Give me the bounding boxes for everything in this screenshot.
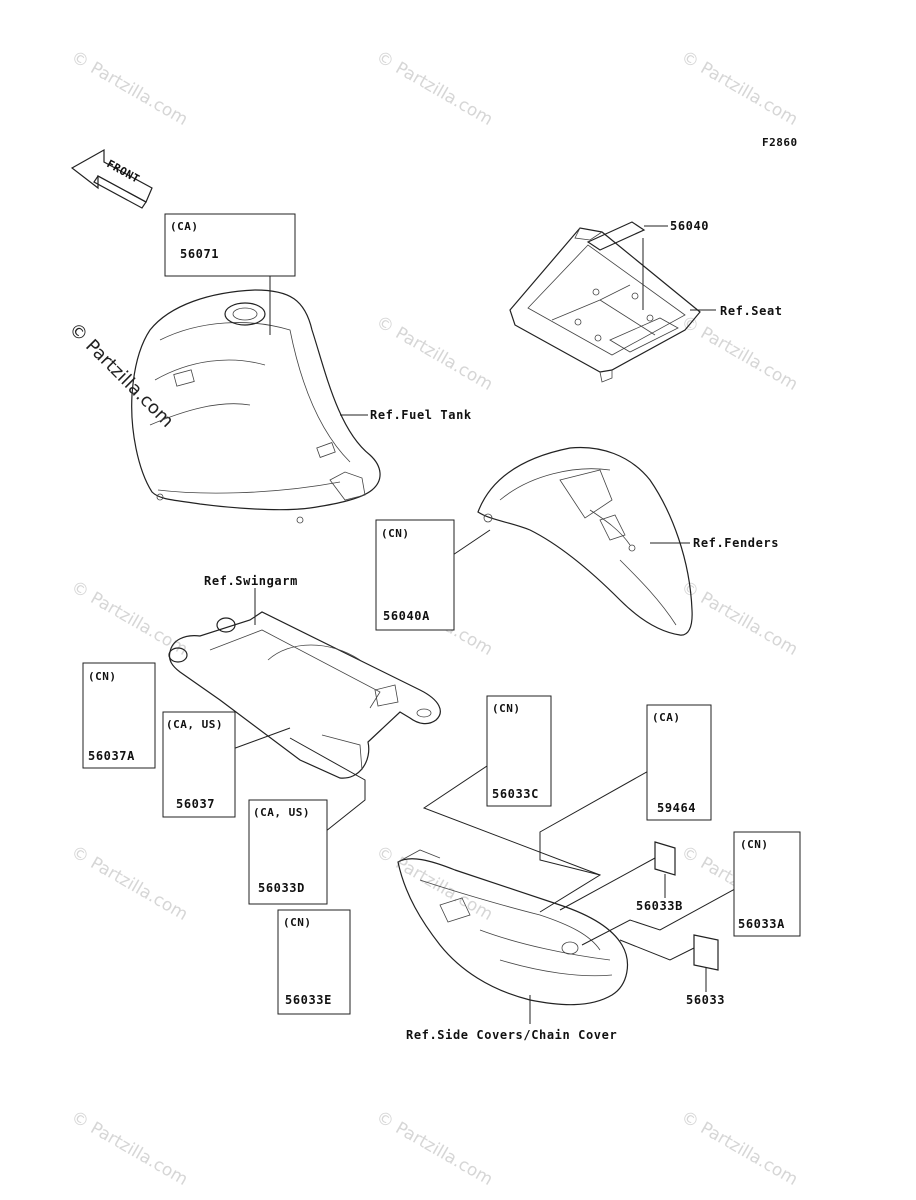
region-label: (CN) [283, 916, 312, 929]
watermark-logo: © Partzilla.com [64, 319, 177, 432]
region-label: (CA) [652, 711, 681, 724]
side-covers-drawing [397, 849, 629, 1006]
region-label: (CN) [492, 702, 521, 715]
part-number: 56037 [176, 797, 215, 811]
callout-boxes [82, 213, 801, 1015]
region-label: (CN) [88, 670, 117, 683]
region-label: (CA) [170, 220, 199, 233]
ref-side-covers-label: Ref.Side Covers/Chain Cover [406, 1028, 617, 1042]
part-number: 56033 [686, 993, 725, 1007]
seat-drawing [509, 227, 701, 383]
callout-box-56033D [248, 799, 328, 905]
watermark: © Partzilla.com [373, 47, 497, 130]
watermark: © Partzilla.com [678, 312, 802, 395]
front-label: FRONT [105, 157, 142, 186]
callout-box-56040A [375, 519, 455, 631]
part-number: 56040A [383, 609, 430, 623]
ref-fenders-label: Ref.Fenders [693, 536, 779, 550]
watermark: © Partzilla.com [68, 842, 192, 925]
part-number: 56033D [258, 881, 305, 895]
part-number: 56071 [180, 247, 219, 261]
watermark: © Partzilla.com [678, 47, 802, 130]
part-number: 56033A [738, 917, 785, 931]
part-number: 56033B [636, 899, 683, 913]
callout-texts: (CA) 56071 56040 (CN) 56040A (CN) 56037A… [88, 219, 785, 1007]
part-number: 56037A [88, 749, 135, 763]
region-label: (CA, US) [253, 806, 310, 819]
callout-box-59464 [646, 704, 712, 821]
watermark: © Partzilla.com [678, 577, 802, 660]
region-label: (CN) [381, 527, 410, 540]
part-number: 56040 [670, 219, 709, 233]
fuel-tank-drawing [131, 289, 381, 524]
ref-seat-label: Ref.Seat [720, 304, 783, 318]
front-arrow-icon: FRONT [70, 148, 153, 209]
watermark: © Partzilla.com [68, 577, 192, 660]
fender-drawing [477, 446, 693, 636]
ref-fuel-tank-label: Ref.Fuel Tank [370, 408, 472, 422]
part-number: 56033E [285, 993, 332, 1007]
callout-box-56037 [162, 711, 236, 818]
reference-labels: Ref.Fuel Tank Ref.Seat Ref.Fenders Ref.S… [204, 304, 783, 1042]
callout-box-56033C [486, 695, 552, 807]
part-number: 56033C [492, 787, 539, 801]
watermark: © Partzilla.com [373, 312, 497, 395]
watermark: © Partzilla.com [68, 47, 192, 130]
region-label: (CA, US) [166, 718, 223, 731]
swingarm-drawing [168, 611, 441, 779]
part-number: 59464 [657, 801, 696, 815]
watermark: © Partzilla.com [373, 1107, 497, 1190]
watermark: © Partzilla.com [678, 1107, 802, 1190]
watermark: © Partzilla.com [68, 1107, 192, 1190]
region-label: (CN) [740, 838, 769, 851]
callout-box-56033E [277, 909, 351, 1015]
callout-box-56033A [733, 831, 801, 937]
watermark: © Partzilla.com [373, 842, 497, 925]
callout-box-56071 [164, 213, 296, 277]
ref-swingarm-label: Ref.Swingarm [204, 574, 298, 588]
figure-code: F2860 [762, 136, 798, 149]
callout-box-56037A [82, 662, 156, 769]
